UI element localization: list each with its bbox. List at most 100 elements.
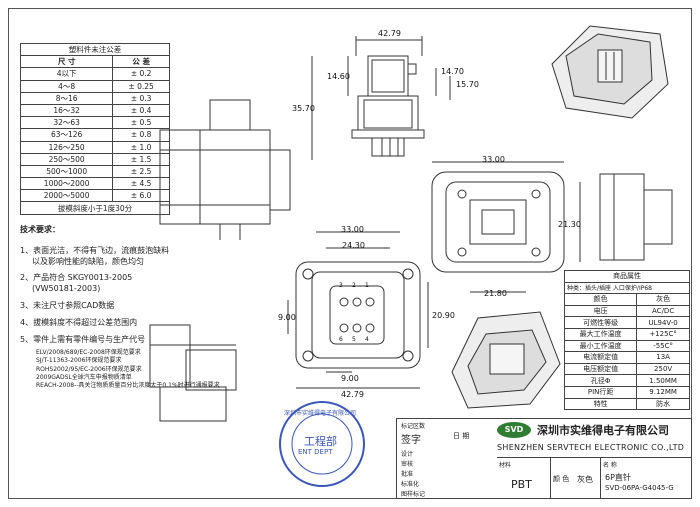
product-attr-value: -55C° <box>636 339 690 353</box>
side-view <box>159 99 291 240</box>
tb-date-label: 日 期 <box>453 432 470 440</box>
standard-line: REACH-2008--具关注物质质量百分比浓度大于0.1%时进行通报要求 <box>36 381 220 389</box>
tb-color: 灰色 <box>577 475 593 484</box>
note-line: 5、零件上需有零件编号与生产代号 <box>20 334 146 344</box>
product-attr-label: 电流额定值 <box>563 351 638 364</box>
dim-back-width: 33.00 <box>482 155 505 164</box>
product-attr-value: 防水 <box>636 397 690 411</box>
dim-front-total: 42.79 <box>341 390 364 399</box>
tb-color-label: 颜 色 <box>553 475 570 483</box>
product-attr-label: 电压 <box>563 304 638 318</box>
pin-label: 5 <box>352 336 356 343</box>
pin-label: 6 <box>339 336 343 343</box>
top-view <box>311 36 451 160</box>
pin-label: 2 <box>352 282 356 289</box>
tb-row-label: 审核 <box>401 461 414 468</box>
product-attr-label: 电压额定值 <box>563 362 638 376</box>
product-attr-label: 颜色 <box>563 293 638 306</box>
product-title: 商品属性 <box>564 270 690 283</box>
stamp-center: 工程部 <box>304 435 337 448</box>
product-row: 颜色灰色 <box>563 293 690 306</box>
standard-line: SJ/T-11363-2006环保规范要求 <box>36 357 122 365</box>
tb-signature: 签字 <box>401 435 421 446</box>
dim-front-inner: 24.30 <box>342 241 365 250</box>
front-view <box>287 231 429 389</box>
standard-line: ELV/2008/689/EC-2008环保规范要求 <box>36 349 141 357</box>
tolerance-row: 4～8± 0.25 <box>19 79 170 93</box>
tb-row-label: 设计 <box>401 451 414 458</box>
dim-front-bottom: 9.00 <box>341 374 359 383</box>
tolerance-row: 250～500± 1.5 <box>19 152 170 166</box>
dim-back-bottom: 21.80 <box>484 289 507 298</box>
technical-notes: 技术要求： 1、表面光洁，不得有飞边，流痕鼓泡缺料 以及影响性能的缺陷，颜色均匀… <box>20 225 220 390</box>
title-block: 标记区数 签字 日 期 设计 审核 批准 标准化 图样标记 SVD 深圳市实维得… <box>396 418 692 499</box>
company-name-en: SHENZHEN SERVTECH ELECTRONIC CO.,LTD <box>497 443 685 452</box>
dim-top-right-b: 15.70 <box>456 80 479 89</box>
note-line: 1、表面光洁，不得有飞边，流痕鼓泡缺料 <box>20 245 170 255</box>
pin-label: 4 <box>365 336 369 343</box>
tb-name-label: 名 称 <box>603 462 617 469</box>
product-attr-label: 最小工作温度 <box>563 339 638 353</box>
product-attr-value: 250V <box>636 362 690 376</box>
dim-front-width: 33.00 <box>341 225 364 234</box>
tb-name: 6P直针 <box>605 473 631 482</box>
stamp-sub: ENT DEPT <box>298 448 333 456</box>
product-attr-value: UL94V-0 <box>636 316 690 329</box>
tb-drawing-no: SVD-06PA-G4045-G <box>605 484 674 492</box>
right-side-view <box>599 173 673 261</box>
note-line: 3、未注尺寸参照CAD数据 <box>20 300 115 310</box>
tb-name-cell: 名 称 6P直针 SVD-06PA-G4045-G <box>601 457 691 499</box>
product-attr-value: 1.50MM <box>636 374 690 387</box>
dim-top-height: 14.60 <box>327 72 350 81</box>
dim-top-width: 42.79 <box>378 29 401 38</box>
product-row: 最大工作温度+125C° <box>563 327 690 341</box>
tb-color-cell: 颜 色 灰色 <box>551 457 601 499</box>
product-row: 特性防水 <box>563 397 690 411</box>
pin-label: 3 <box>339 282 343 289</box>
tb-row-label: 图样标记 <box>401 491 426 498</box>
product-attr-label: 特性 <box>563 397 638 411</box>
bottom-side-view <box>149 324 237 422</box>
dim-front-right: 20.90 <box>432 311 455 320</box>
tb-row-label: 标准化 <box>401 481 420 488</box>
tolerance-row: 4以下± 0.2 <box>19 67 170 81</box>
product-attr-value: 13A <box>636 351 690 364</box>
tolerance-row: 2000～5000± 6.0 <box>19 189 170 203</box>
note-line: 2、产品符合 SKGY0013-2005 <box>20 273 133 283</box>
tb-material: PBT <box>511 478 532 491</box>
product-attr-label: 可燃性等级 <box>563 316 638 329</box>
tolerance-row: 63～126± 0.8 <box>19 128 170 142</box>
product-attr-value: 灰色 <box>636 293 690 306</box>
note-line: 以及影响性能的缺陷，颜色均匀 <box>32 256 144 266</box>
dim-side-height: 35.70 <box>292 104 315 113</box>
product-type: 种类：插头/插座 入口保护/IP68 <box>564 281 690 295</box>
tolerance-footer: 拔模斜度小于1度30分 <box>20 201 170 215</box>
dim-front-left: 9.00 <box>278 313 296 322</box>
iso-view-top <box>551 25 669 119</box>
company-logo: SVD <box>497 422 531 438</box>
product-row: 最小工作温度-55C° <box>563 339 690 353</box>
pin-label: 1 <box>365 282 369 289</box>
tb-material-cell: 材料 PBT <box>497 457 551 499</box>
tb-material-label: 材料 <box>499 462 512 469</box>
tb-row-label: 批准 <box>401 471 414 478</box>
product-attr-value: +125C° <box>636 327 690 341</box>
notes-title: 技术要求： <box>20 225 60 234</box>
iso-view-bottom <box>451 311 561 409</box>
product-attr-value: AC/DC <box>636 304 690 318</box>
product-attr-value: 9.12MM <box>636 385 690 399</box>
dim-back-height: 21.30 <box>558 220 581 229</box>
back-view <box>431 161 581 293</box>
product-attr-label: 最大工作温度 <box>563 327 638 341</box>
stamp-text: 深圳市实维得电子有限公司 <box>284 410 357 417</box>
company-name-cn: 深圳市实维得电子有限公司 <box>537 424 669 437</box>
